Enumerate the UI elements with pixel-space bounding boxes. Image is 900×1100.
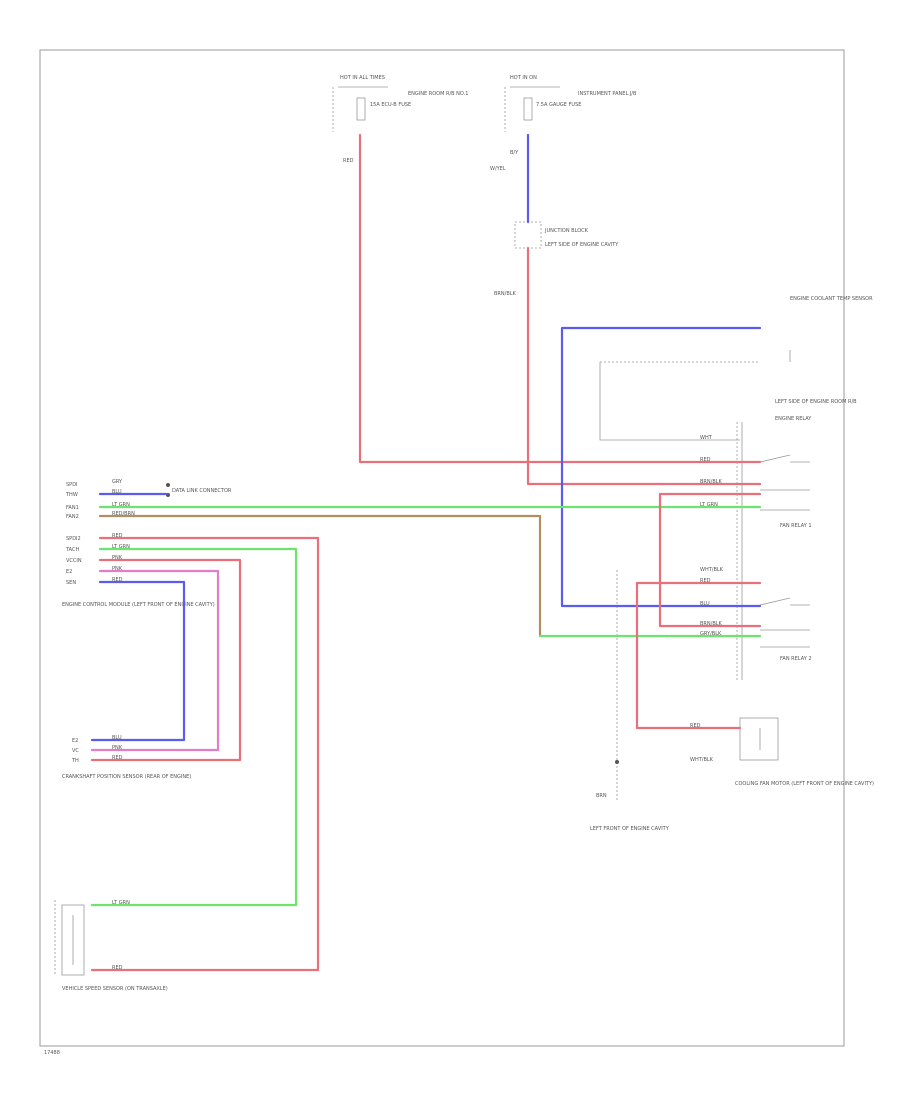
speed-sensor: VEHICLE SPEED SENSOR (ON TRANSAXLE): [54, 900, 168, 992]
rpm-pin-label: VC: [72, 748, 79, 754]
rpm-wire-label: BLU: [112, 735, 122, 741]
ground-point: BRN LEFT FRONT OF ENGINE CAVITY: [590, 570, 670, 832]
fuse-right-wire-color: W/YEL: [490, 166, 506, 172]
wire-pink-rpm-1: [90, 569, 220, 752]
wire-red-rpm: [90, 558, 242, 762]
wire-red-fan-motor: [635, 581, 762, 730]
junction-sub: LEFT SIDE OF ENGINE CAVITY: [545, 242, 619, 248]
rpm-wire-label: PNK: [112, 745, 123, 751]
cooling-fan-motor: COOLING FAN MOTOR (LEFT FRONT OF ENGINE …: [735, 717, 874, 787]
ecm-label: ENGINE CONTROL MODULE (LEFT FRONT OF ENG…: [62, 602, 215, 608]
fuse-block-left: HOT IN ALL TIMES 15A ECU-B FUSE ENGINE R…: [332, 75, 468, 164]
fan-relay-1-wire-label: WHT: [700, 435, 713, 441]
fan-relay-2-wire-label: BRN/BLK: [700, 621, 723, 627]
rpm-pin-label: TH: [71, 758, 79, 764]
junction-wire-label: BRN/BLK: [494, 291, 517, 297]
ecm-pin-label: TACH: [65, 547, 79, 553]
ground-label: LEFT FRONT OF ENGINE CAVITY: [590, 826, 670, 832]
speed-sensor-wire-label: LT GRN: [112, 900, 130, 906]
relay-box-title: LEFT SIDE OF ENGINE ROOM R/B: [775, 399, 857, 405]
diagram-frame: [39, 49, 845, 1047]
junction-label: JUNCTION BLOCK: [544, 228, 589, 234]
ecm-pin-label: VCCIN: [66, 558, 82, 564]
fan-relay-2-wire-label: RED: [700, 578, 711, 584]
fuse-left-label: 15A ECU-B FUSE: [370, 102, 411, 108]
fuse-right-wire-top: B/Y: [510, 150, 519, 156]
ecm-wire-label: RED/BRN: [112, 511, 135, 517]
fuse-left-wire-label: RED: [343, 158, 354, 164]
fan-relay-1-wire-label: LT GRN: [700, 502, 718, 508]
ecm-pin-label: FAN2: [66, 514, 79, 520]
ecm-wire-label: BLU: [112, 489, 122, 495]
wire-blue-rpm: [90, 580, 186, 742]
ecm-wire-label: LT GRN: [112, 502, 130, 508]
ecm-pin-label: SPDI2: [66, 536, 81, 542]
wire-red-relay-internal: [658, 492, 762, 628]
speed-sensor-label: VEHICLE SPEED SENSOR (ON TRANSAXLE): [62, 986, 168, 992]
wire-green-speed: [90, 547, 298, 907]
ecm-pin-label: SPDI: [66, 482, 78, 488]
rpm-pin-label: E2: [72, 738, 78, 744]
rpm-sensor-label: CRANKSHAFT POSITION SENSOR (REAR OF ENGI…: [62, 774, 191, 780]
fuse-left-location: ENGINE ROOM R/B NO.1: [408, 91, 468, 97]
data-link-label: DATA LINK CONNECTOR: [172, 488, 232, 494]
ecm-wire-label: PNK: [112, 566, 123, 572]
ecm-pin-label: SEN: [66, 580, 76, 586]
sensor-top-label: ENGINE COOLANT TEMP SENSOR: [790, 296, 873, 302]
speed-sensor-wire-label: RED: [112, 965, 123, 971]
fuse-left-header: HOT IN ALL TIMES: [340, 75, 385, 81]
ecm-pin-label: FAN1: [66, 505, 79, 511]
relay-box-sub: ENGINE RELAY: [775, 416, 812, 422]
fuse-right-location: INSTRUMENT PANEL J/B: [578, 91, 637, 97]
fan-relay-1-wire-label: BRN/BLK: [700, 479, 723, 485]
ecm-wire-label: RED: [112, 533, 123, 539]
rpm-wire-label: RED: [112, 755, 123, 761]
fuse-block-right: HOT IN ON 7.5A GAUGE FUSE INSTRUMENT PAN…: [490, 75, 637, 172]
ecm-wire-label: PNK: [112, 555, 123, 561]
fan-relay-2-wire-label: WHT/BLK: [700, 567, 724, 573]
cooling-fan-wire-label: RED: [690, 723, 701, 729]
fan-relay-2-label: FAN RELAY 2: [780, 656, 812, 662]
diagram-footer-code: 17488: [44, 1050, 60, 1056]
ecm-wire-label: GRY: [112, 479, 123, 485]
ground-wire-label: BRN: [596, 793, 607, 799]
fuse-right-header: HOT IN ON: [510, 75, 537, 81]
ecm-wire-label: LT GRN: [112, 544, 130, 550]
wire-red-speed: [90, 536, 320, 972]
ecm-pin-label: E2: [66, 569, 72, 575]
fuse-right-label: 7.5A GAUGE FUSE: [536, 102, 581, 108]
wires: [90, 133, 762, 972]
rpm-sensor: CRANKSHAFT POSITION SENSOR (REAR OF ENGI…: [62, 774, 191, 780]
ecm-connector: ENGINE CONTROL MODULE (LEFT FRONT OF ENG…: [62, 483, 232, 608]
fan-relay-1-label: FAN RELAY 1: [780, 523, 812, 529]
fan-relay-1-wire-label: RED: [700, 457, 711, 463]
cooling-fan-label: COOLING FAN MOTOR (LEFT FRONT OF ENGINE …: [735, 781, 874, 787]
wire-red-fuse-left: [358, 133, 762, 464]
ecm-wire-label: RED: [112, 577, 123, 583]
cooling-fan-wire-label: WHT/BLK: [690, 757, 714, 763]
wire-brown-fan2: [98, 514, 542, 638]
relay-box: LEFT SIDE OF ENGINE ROOM R/B ENGINE RELA…: [599, 296, 873, 680]
wire-red-junction: [526, 246, 762, 486]
fan-relay-2-wire-label: GRY/BLK: [700, 631, 722, 637]
junction-block: JUNCTION BLOCK LEFT SIDE OF ENGINE CAVIT…: [494, 221, 619, 297]
fan-relay-2-wire-label: BLU: [700, 601, 710, 607]
ecm-pin-label: THW: [65, 492, 78, 498]
